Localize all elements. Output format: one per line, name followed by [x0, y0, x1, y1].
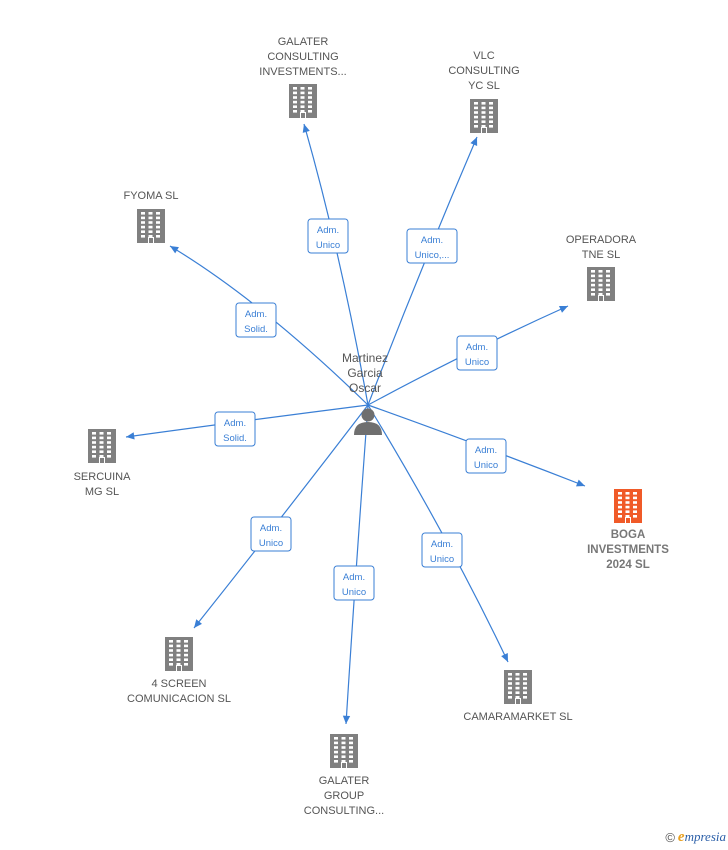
edge-sercuina[interactable]: Adm. Solid.	[125, 404, 369, 447]
arrowhead-icon	[470, 137, 478, 146]
edge-label-box	[333, 565, 375, 601]
edge-label-box	[456, 335, 498, 371]
footer: © empresia	[665, 829, 726, 846]
edge-line	[367, 136, 478, 406]
edge-label-text: Adm.	[421, 235, 443, 246]
edge-galater-consulting[interactable]: Adm. Unico	[302, 123, 369, 406]
edge-label-text: Unico	[342, 587, 366, 598]
arrowhead-icon	[302, 124, 310, 133]
building-icon	[470, 99, 498, 133]
edge-label-text: Adm.	[343, 572, 365, 583]
edge-4-screen[interactable]: Adm. Unico	[193, 404, 369, 629]
company-node-galater-group[interactable]: GALATER GROUP CONSULTING...	[304, 734, 384, 817]
company-node-vlc-consulting[interactable]: VLC CONSULTING YC SL	[448, 50, 520, 133]
company-node-galater-consulting[interactable]: GALATER CONSULTING INVESTMENTS...	[259, 36, 347, 118]
edge-label-text: Adm.	[224, 418, 246, 429]
edge-label-text: Adm.	[475, 445, 497, 456]
building-icon	[587, 267, 615, 301]
company-label: COMUNICACION SL	[127, 693, 231, 705]
edge-label-text: Adm.	[466, 342, 488, 353]
company-node-operadora-tne[interactable]: OPERADORA TNE SL	[566, 234, 637, 301]
edge-label-text: Unico,...	[415, 250, 450, 261]
copyright-symbol: ©	[665, 830, 675, 845]
arrowhead-icon	[501, 653, 508, 662]
building-icon	[289, 84, 317, 118]
arrowhead-icon	[126, 432, 135, 440]
company-node-sercuina[interactable]: SERCUINA MG SL	[74, 429, 132, 498]
edge-label-text: Adm.	[260, 523, 282, 534]
company-label: MG SL	[85, 486, 119, 498]
company-label: CONSULTING...	[304, 805, 384, 817]
company-label: CONSULTING	[448, 65, 519, 77]
person-icon	[354, 408, 382, 435]
person-name: Oscar	[349, 381, 381, 395]
arrowhead-icon	[559, 306, 568, 313]
company-label: INVESTMENTS	[587, 544, 669, 556]
edge-label-text: Unico	[474, 460, 498, 471]
arrowhead-icon	[194, 619, 202, 628]
company-node-4-screen[interactable]: 4 SCREEN COMUNICACION SL	[127, 637, 231, 705]
edge-label-text: Solid.	[244, 324, 268, 335]
building-icon	[330, 734, 358, 768]
company-label: 2024 SL	[606, 559, 649, 571]
arrowhead-icon	[170, 246, 179, 254]
edge-label-box	[214, 411, 256, 447]
arrowhead-icon	[576, 479, 585, 487]
company-label: GROUP	[324, 790, 364, 802]
person-name: Martinez	[342, 351, 388, 365]
edge-label-text: Solid.	[223, 433, 247, 444]
building-icon	[137, 209, 165, 243]
person-name: Garcia	[347, 366, 383, 380]
company-label: GALATER	[319, 775, 370, 787]
company-label: CONSULTING	[267, 51, 338, 63]
edge-label-box	[307, 218, 349, 254]
company-node-boga[interactable]: BOGA INVESTMENTS 2024 SL	[587, 489, 669, 571]
edge-label-text: Adm.	[245, 309, 267, 320]
edge-label-box	[465, 438, 507, 474]
company-label: 4 SCREEN	[151, 678, 206, 690]
edge-line	[303, 123, 369, 406]
company-label: CAMARAMARKET SL	[463, 711, 572, 723]
edge-label-text: Unico	[430, 554, 454, 565]
arrowhead-icon	[342, 715, 351, 724]
building-icon	[88, 429, 116, 463]
brand-name: mpresia	[684, 829, 726, 844]
building-icon	[165, 637, 193, 671]
edge-label-box	[406, 228, 458, 264]
edge-label-text: Adm.	[431, 539, 453, 550]
brand-initial: e	[677, 829, 685, 845]
edge-fyoma[interactable]: Adm. Solid.	[169, 245, 369, 406]
company-label: GALATER	[278, 36, 329, 48]
edge-galater-group[interactable]: Adm. Unico	[333, 404, 375, 725]
company-label: FYOMA SL	[123, 190, 178, 202]
edge-vlc-consulting[interactable]: Adm. Unico,...	[367, 136, 478, 406]
brand-logo[interactable]: empresia	[678, 829, 726, 846]
edge-label-text: Adm.	[317, 225, 339, 236]
company-label: OPERADORA	[566, 234, 637, 246]
building-icon	[614, 489, 642, 523]
company-node-camaramarket[interactable]: CAMARAMARKET SL	[463, 670, 573, 723]
company-label: TNE SL	[582, 249, 621, 261]
edge-line	[345, 404, 369, 725]
company-label: VLC	[473, 50, 494, 62]
company-label: BOGA	[611, 529, 646, 541]
edge-label-box	[235, 302, 277, 338]
company-node-fyoma[interactable]: FYOMA SL	[123, 190, 179, 243]
building-icon	[504, 670, 532, 704]
company-label: SERCUINA	[74, 471, 132, 483]
company-label: YC SL	[468, 80, 500, 92]
edge-boga[interactable]: Adm. Unico	[367, 404, 586, 487]
edge-label-box	[421, 532, 463, 568]
company-label: INVESTMENTS...	[259, 66, 346, 78]
edge-label-text: Unico	[316, 240, 340, 251]
edge-label-box	[250, 516, 292, 552]
edge-label-text: Unico	[259, 538, 283, 549]
edge-camaramarket[interactable]: Adm. Unico	[367, 404, 509, 663]
edge-operadora-tne[interactable]: Adm. Unico	[367, 305, 569, 406]
edge-label-text: Unico	[465, 357, 489, 368]
